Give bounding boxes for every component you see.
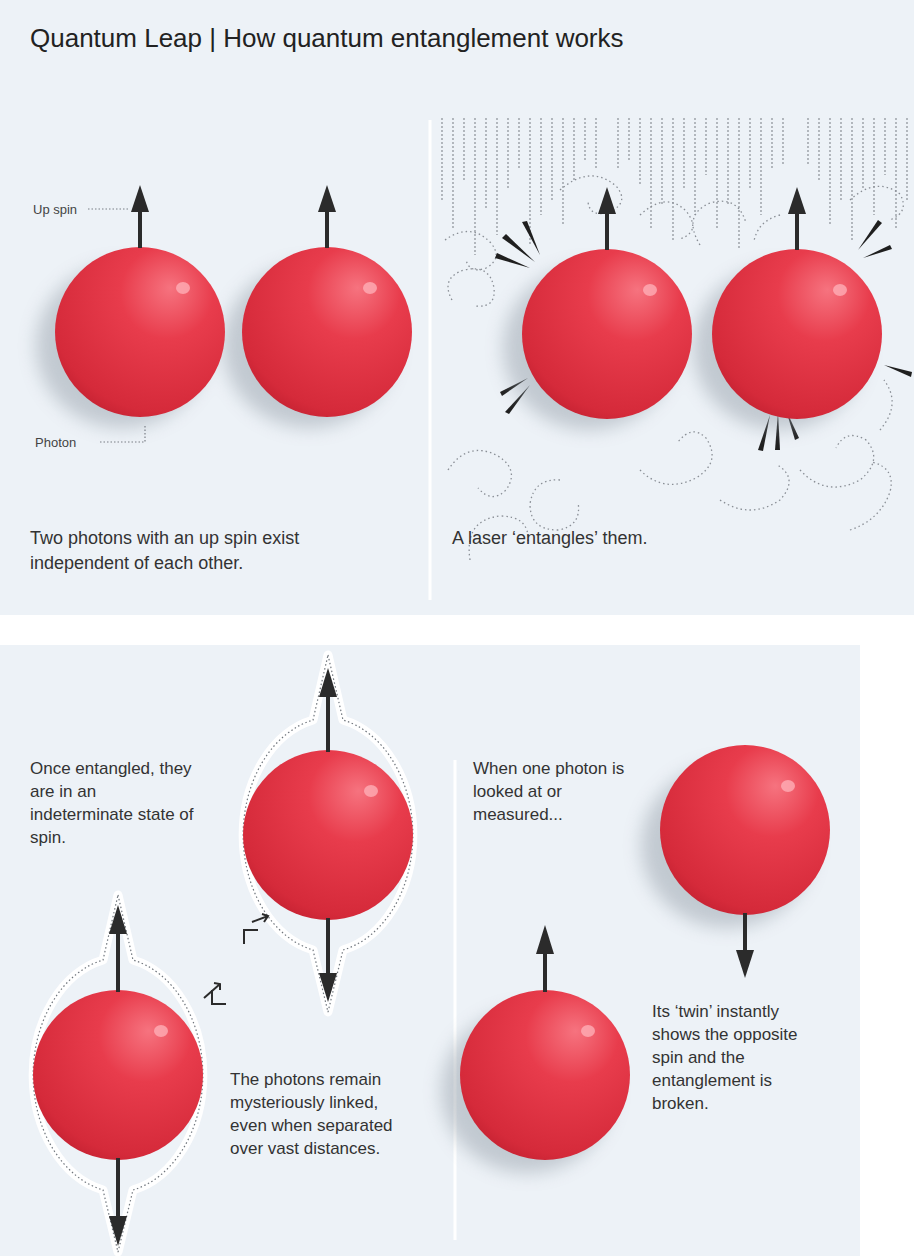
- panel-divider: [429, 120, 432, 600]
- caption: The photons remain mysteriously linked, …: [230, 1068, 395, 1160]
- callout-label: Up spin: [33, 201, 113, 219]
- link-symbol: [204, 914, 268, 1004]
- caption: Once entangled, they are in an indetermi…: [30, 757, 195, 849]
- laser-spikes: [495, 220, 912, 451]
- photon: [33, 990, 203, 1160]
- laser-beams: [442, 118, 907, 255]
- photon: [522, 249, 692, 419]
- indeterminate-halo: [33, 655, 413, 1252]
- laser-swirls: [445, 176, 903, 560]
- photon: [243, 750, 413, 920]
- caption: When one photon is looked at or measured…: [473, 757, 638, 826]
- photon: [460, 990, 630, 1160]
- callout-label: Photon: [35, 434, 115, 452]
- photon: [242, 247, 412, 417]
- bottom-panel: [0, 645, 860, 1256]
- title: Quantum Leap | How quantum entanglement …: [30, 20, 890, 56]
- leader-line: [88, 209, 145, 442]
- top-panel: [0, 0, 914, 615]
- caption: Its ‘twin’ instantly shows the opposite …: [652, 1000, 827, 1115]
- photon: [712, 249, 882, 419]
- caption: A laser ‘entangles’ them.: [452, 526, 752, 551]
- caption: Two photons with an up spin exist indepe…: [30, 526, 350, 576]
- photon: [660, 745, 830, 915]
- panel-divider: [454, 760, 457, 1240]
- photon: [55, 247, 225, 417]
